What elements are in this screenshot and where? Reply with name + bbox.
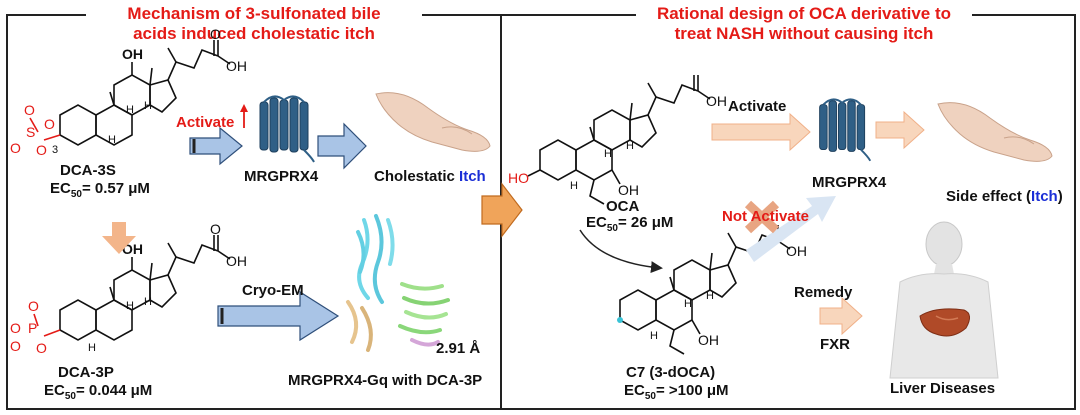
oca-ec-prefix: EC [586, 214, 607, 231]
side-effect-prefix: Side effect ( [946, 188, 1032, 205]
dca3s-sulfur-label: S [26, 124, 36, 140]
c7-h1: H [684, 298, 692, 310]
oca-7oh-label: OH [618, 182, 639, 198]
not-activate-x-icon [744, 200, 780, 234]
oca-ec50: EC50= 26 μM [586, 214, 673, 234]
dca3p-ec-prefix: EC [44, 382, 65, 399]
remedy-label: Remedy [794, 284, 853, 301]
c7-ec-value: = >100 μM [655, 382, 729, 399]
dca3s-h3: H [144, 100, 152, 112]
dca3s-12oh-label: OH [122, 46, 143, 62]
dca3p-h1: H [88, 342, 96, 354]
itch-text-left: Itch [459, 168, 486, 185]
scratching-hand-icon-left [375, 92, 491, 152]
complex-label: MRGPRX4-Gq with DCA-3P [288, 372, 483, 389]
right-receptor-label: MRGPRX4 [812, 174, 887, 191]
arrow-oca-to-receptor [711, 112, 811, 152]
dca3p-h2: H [126, 300, 134, 312]
side-effect-label: Side effect (Itch) [946, 188, 1063, 205]
dca3s-o3-label: O [10, 140, 21, 156]
arrow-receptor-to-itch [317, 122, 367, 170]
dca3s-ec-value: = 0.57 μM [81, 180, 150, 197]
c7-h3: H [650, 330, 658, 342]
side-effect-suffix: ) [1057, 188, 1063, 205]
oca-name: OCA [606, 198, 640, 215]
left-receptor-label: MRGPRX4 [244, 168, 319, 185]
c7-ec50: EC50= >100 μM [624, 382, 729, 402]
liver-diseases-label: Liver Diseases [890, 380, 996, 397]
dca3p-o3-label: O [10, 338, 21, 354]
right-activate-label: Activate [728, 98, 787, 115]
dca3s-ec50: EC50= 0.57 μM [50, 180, 150, 200]
cryo-em-label: Cryo-EM [242, 282, 304, 299]
oca-ec-value: = 26 μM [617, 214, 674, 231]
receptor-icon-right [819, 98, 872, 162]
arrow-cryo-em [217, 290, 340, 342]
arrow-oca-to-c7 [579, 229, 663, 274]
right-panel-title: Rational design of OCA derivative to tre… [636, 4, 972, 44]
dca3p-ec-sub: 50 [64, 391, 76, 402]
dca3s-h1: H [108, 134, 116, 146]
c7-ec-prefix: EC [624, 382, 645, 399]
arrow-center-transition [481, 182, 523, 238]
dca3s-o1-label: O [24, 102, 35, 118]
dca3p-o-label: O [210, 221, 221, 237]
arrow-dca3s-to-dca3p [102, 222, 136, 254]
c7-h2: H [706, 290, 714, 302]
dca3p-cooh-label: OH [226, 253, 247, 269]
oca-cooh-label: OH [706, 93, 727, 109]
oca-h2: H [626, 140, 634, 152]
receptor-icon-left [259, 95, 315, 163]
resolution-label: 2.91 Å [436, 340, 481, 357]
not-activate-label: Not Activate [722, 208, 809, 225]
dca3s-h2: H [126, 104, 134, 116]
dca3p-ec50: EC50= 0.044 μM [44, 382, 152, 402]
dca3p-ec-value: = 0.044 μM [75, 382, 153, 399]
dca3p-h3: H [144, 296, 152, 308]
dca3s-cooh-label: OH [226, 58, 247, 74]
cholestatic-itch-label: Cholestatic Itch [374, 168, 486, 185]
c7-name: C7 (3-dOCA) [626, 364, 716, 381]
oca-h3: H [570, 180, 578, 192]
dca3s-ec-sub: 50 [70, 189, 82, 200]
arrow-c7-to-receptor [746, 196, 836, 262]
c7-7oh-label: OH [698, 332, 719, 348]
left-title-line1: Mechanism of 3-sulfonated bile [127, 4, 381, 23]
oca-ec-sub: 50 [606, 223, 618, 234]
dca3p-o4-label: O [36, 340, 47, 356]
arrow-dca3s-to-receptor [189, 126, 243, 166]
dca3p-phosphorus-label: P [28, 320, 38, 336]
right-title-line1: Rational design of OCA derivative to [656, 4, 952, 23]
left-activate-label: Activate [176, 114, 235, 131]
left-panel-title: Mechanism of 3-sulfonated bile acids ind… [86, 4, 422, 44]
left-title-line2: acids induced cholestatic itch [133, 24, 375, 43]
c7-ec-sub: 50 [644, 391, 656, 402]
dca3s-name: DCA-3S [60, 162, 116, 179]
right-title-line2: treat NASH without causing itch [674, 24, 934, 43]
dca3p-o1-label: O [28, 298, 39, 314]
arrow-receptor-to-itch-right [875, 110, 925, 150]
dca3p-name: DCA-3P [58, 364, 114, 381]
dca3s-ec-prefix: EC [50, 180, 71, 197]
scratching-hand-icon-right [937, 102, 1053, 162]
cholestatic-text: Cholestatic [374, 168, 455, 185]
human-liver-icon [889, 221, 999, 379]
arrow-c7-to-liver [819, 296, 863, 336]
itch-text-right: Itch [1031, 188, 1058, 205]
fxr-label: FXR [820, 336, 850, 353]
dca3p-o2-label: O [10, 320, 21, 336]
c7-cooh-label: OH [786, 243, 807, 259]
cryo-em-structure-icon [346, 214, 450, 352]
oca-3ho-label: HO [508, 170, 529, 186]
oca-h1: H [604, 148, 612, 160]
dca3s-o-label: O [210, 26, 221, 42]
dca3s-position-3: 3 [52, 144, 59, 156]
dca3s-o2-label: O [44, 116, 55, 132]
dca3s-o4-label: O [36, 142, 47, 158]
